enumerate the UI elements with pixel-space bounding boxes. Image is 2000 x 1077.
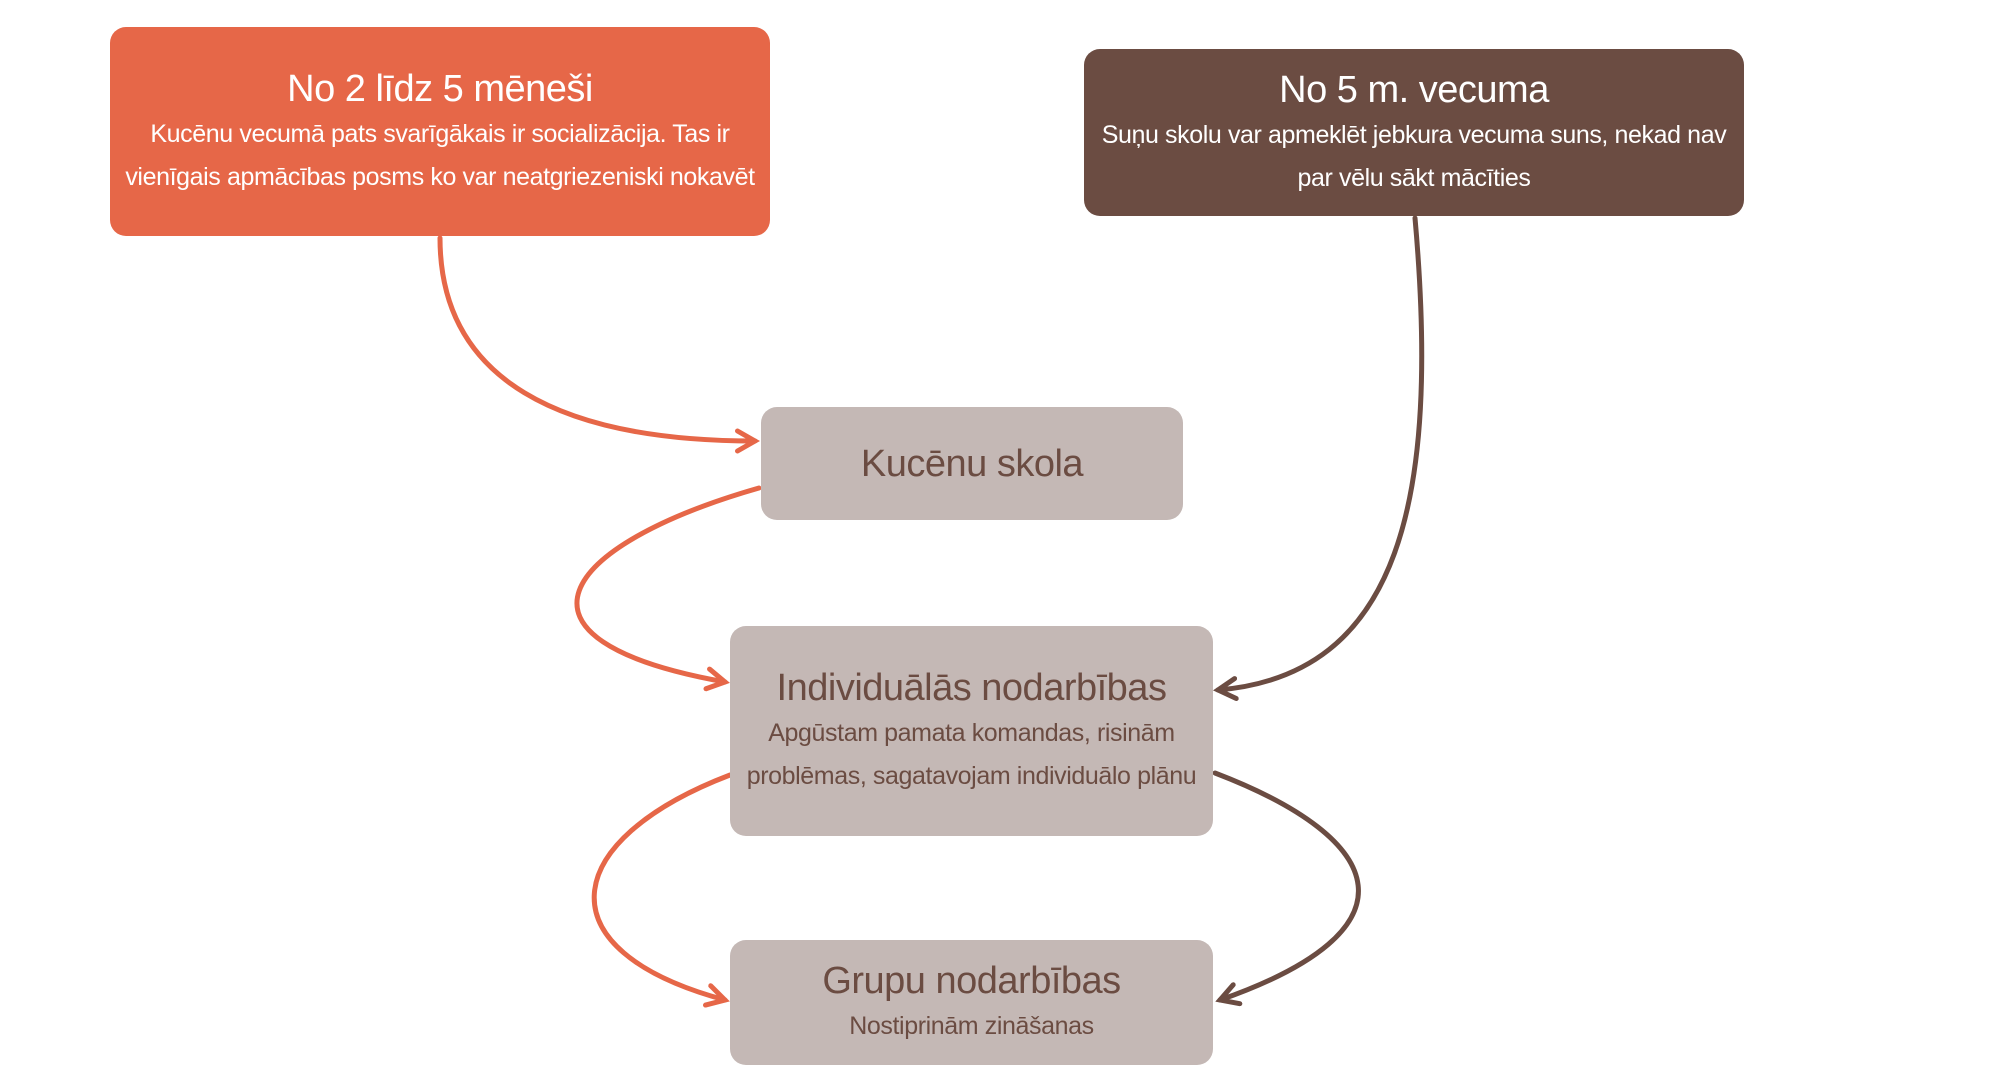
arrow-individual-to-group-right xyxy=(1212,770,1361,1007)
arrow-individual-to-group-left xyxy=(591,772,733,1008)
node-title: No 5 m. vecuma xyxy=(1279,68,1549,111)
arrow-adult-age-to-individual xyxy=(1212,215,1425,702)
node-title: Grupu nodarbības xyxy=(822,960,1121,1002)
node-description: Kucēnu vecumā pats svarīgākais ir social… xyxy=(125,119,755,191)
arrow-puppy-age-to-puppy-school xyxy=(437,235,761,454)
node-group-sessions: Grupu nodarbības Nostiprinām zināšanas xyxy=(730,940,1213,1065)
node-title: No 2 līdz 5 mēneši xyxy=(287,67,593,110)
node-description: Apgūstam pamata komandas, risinām problē… xyxy=(746,719,1197,790)
node-individual-sessions: Individuālās nodarbības Apgūstam pamata … xyxy=(730,626,1213,836)
node-description: Nostiprinām zināšanas xyxy=(849,1012,1094,1040)
node-puppy-age: No 2 līdz 5 mēneši Kucēnu vecumā pats sv… xyxy=(110,27,770,236)
node-description: Suņu skolu var apmeklēt jebkura vecuma s… xyxy=(1101,120,1727,192)
node-puppy-school: Kucēnu skola xyxy=(761,407,1183,520)
node-adult-age: No 5 m. vecuma Suņu skolu var apmeklēt j… xyxy=(1084,49,1744,216)
node-title: Kucēnu skola xyxy=(860,442,1084,485)
node-title: Individuālās nodarbības xyxy=(776,667,1167,709)
arrow-puppy-school-to-individual xyxy=(574,485,762,692)
